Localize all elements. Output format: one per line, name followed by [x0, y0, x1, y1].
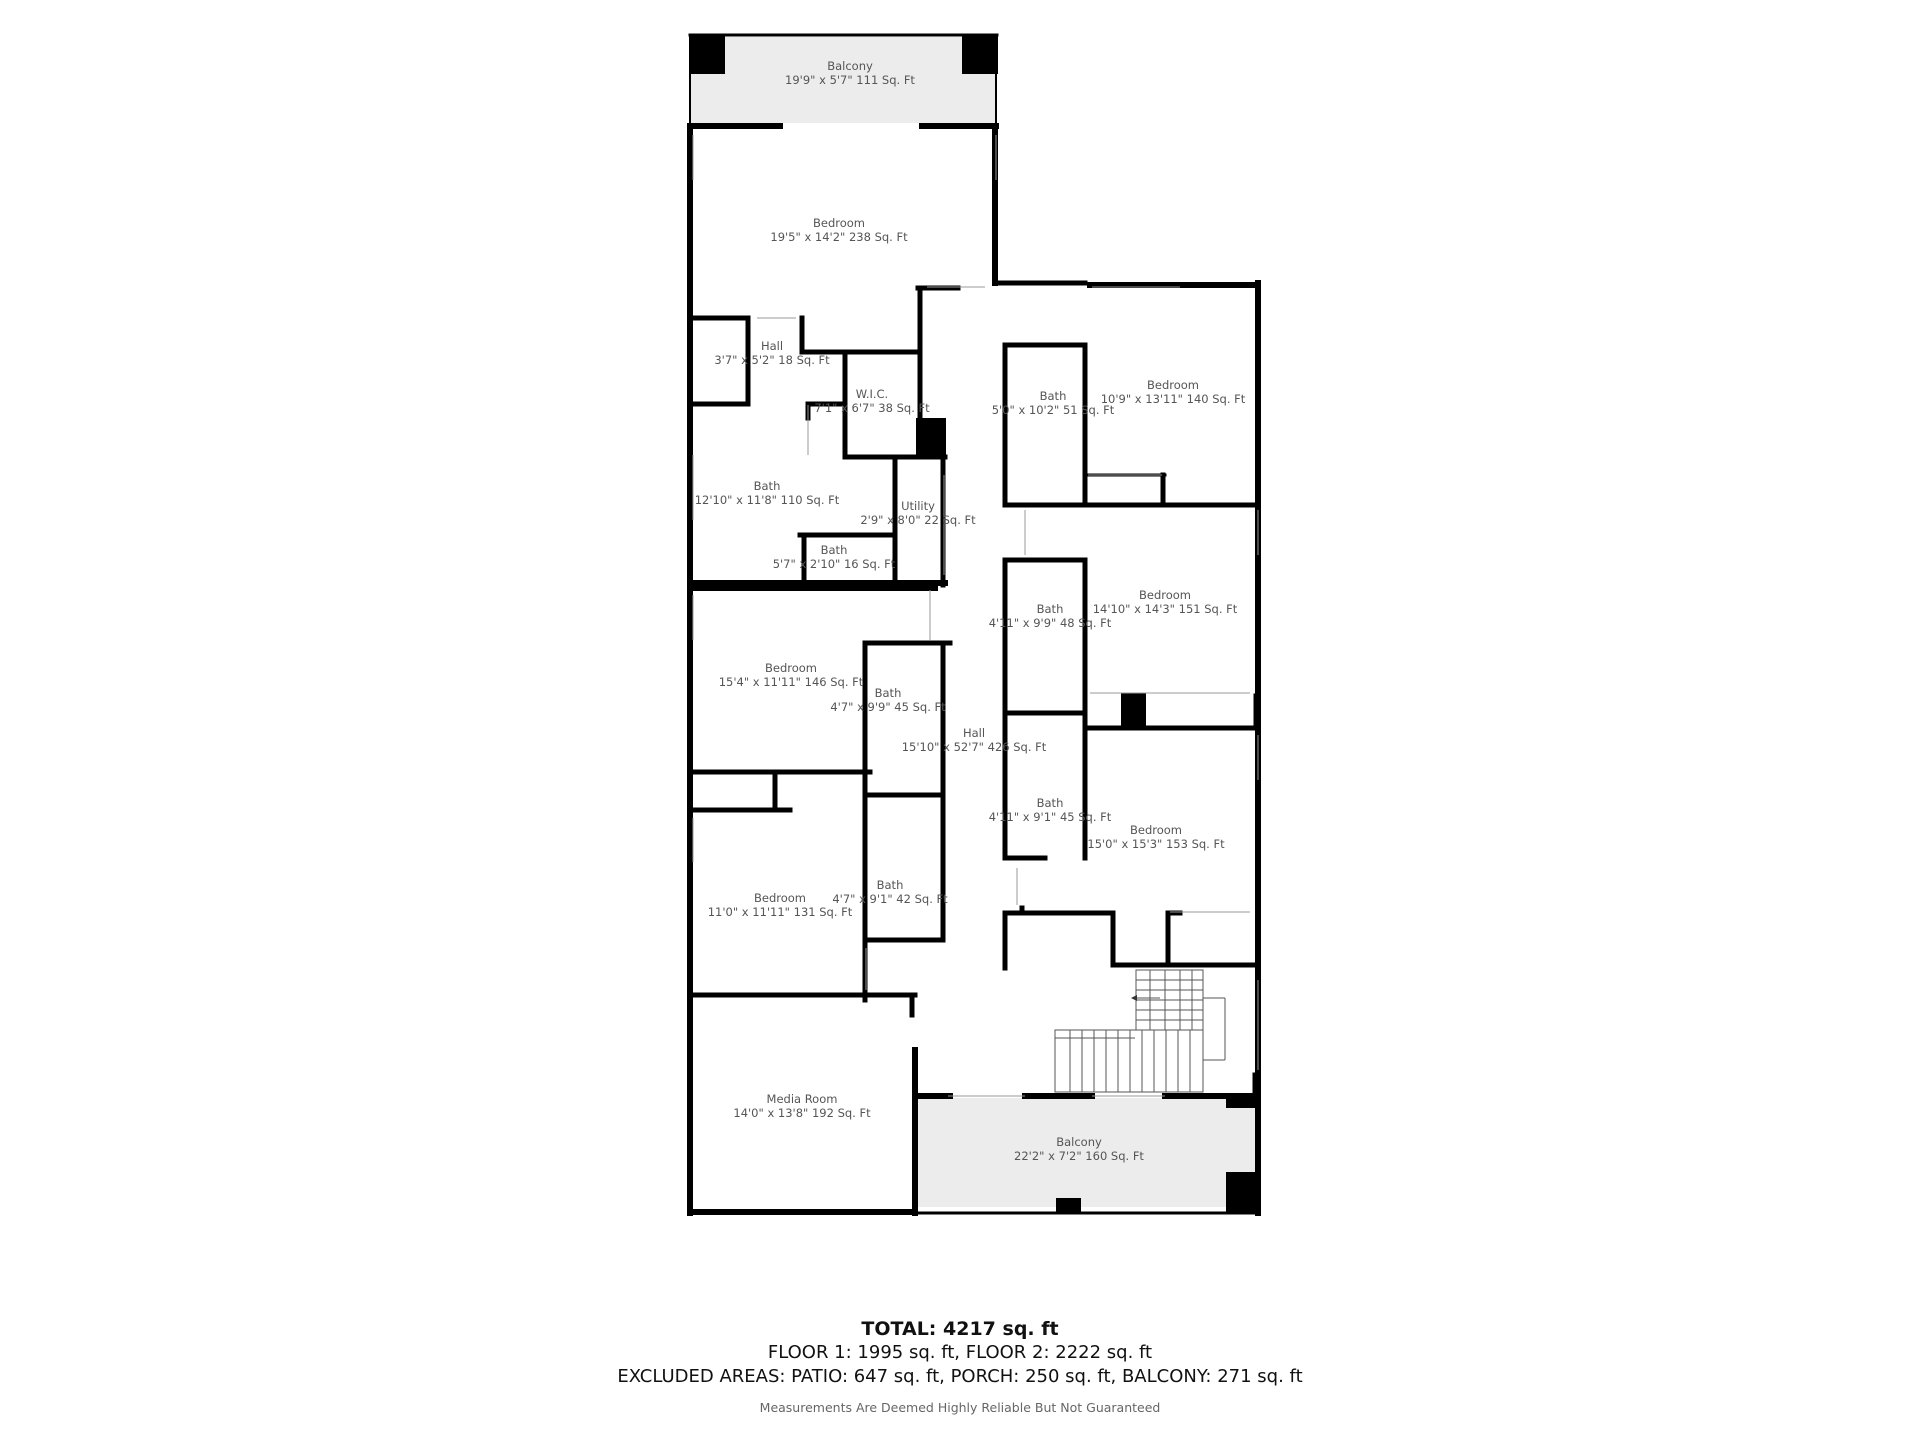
room-labels: Balcony 19'9" x 5'7" 111 Sq. Ft Bedroom … — [695, 59, 1246, 1163]
total-area: TOTAL: 4217 sq. ft — [861, 1318, 1059, 1340]
columns — [689, 34, 1260, 1214]
hall-small-name: Hall — [761, 339, 783, 353]
floor-areas: FLOOR 1: 1995 sq. ft, FLOOR 2: 2222 sq. … — [767, 1342, 1153, 1363]
bedroom-w-name: Bedroom — [765, 661, 817, 675]
bath-w1-dims: 4'7" x 9'9" 45 Sq. Ft — [830, 700, 946, 714]
walls — [687, 33, 1261, 1216]
disclaimer: Measurements Are Deemed Highly Reliable … — [759, 1400, 1161, 1415]
hall-small-dims: 3'7" x 5'2" 18 Sq. Ft — [714, 353, 830, 367]
bedroom-main-name: Bedroom — [813, 216, 865, 230]
bedroom-ne-name: Bedroom — [1147, 378, 1199, 392]
hall-main-name: Hall — [963, 726, 985, 740]
media-room-name: Media Room — [767, 1092, 838, 1106]
bath-main-dims: 12'10" x 11'8" 110 Sq. Ft — [695, 493, 840, 507]
windows — [692, 135, 1259, 1097]
utility-dims: 2'9" x 8'0" 22 Sq. Ft — [860, 513, 976, 527]
bedroom-sw-dims: 11'0" x 11'11" 131 Sq. Ft — [708, 905, 853, 919]
bath-ne-name: Bath — [1040, 389, 1067, 403]
bedroom-main-dims: 19'5" x 14'2" 238 Sq. Ft — [770, 230, 908, 244]
balcony-bottom-dims: 22'2" x 7'2" 160 Sq. Ft — [1014, 1149, 1144, 1163]
bedroom-e-name: Bedroom — [1139, 588, 1191, 602]
bath-w2-name: Bath — [877, 878, 904, 892]
bedroom-ne-dims: 10'9" x 13'11" 140 Sq. Ft — [1101, 392, 1246, 406]
balcony-top-area — [690, 37, 996, 123]
bath-w2-dims: 4'7" x 9'1" 42 Sq. Ft — [832, 892, 948, 906]
hall-main-dims: 15'10" x 52'7" 426 Sq. Ft — [902, 740, 1047, 754]
balcony-bottom-area — [915, 1098, 1257, 1207]
bedroom-se-name: Bedroom — [1130, 823, 1182, 837]
stair-arrow-icon — [1131, 995, 1137, 1001]
bedroom-e-dims: 14'10" x 14'3" 151 Sq. Ft — [1093, 602, 1238, 616]
bedroom-sw-name: Bedroom — [754, 891, 806, 905]
staircase — [1054, 969, 1226, 1093]
balcony-bottom-name: Balcony — [1056, 1135, 1102, 1149]
wic-dims: 7'1" x 6'7" 38 Sq. Ft — [814, 401, 930, 415]
bath-e1-name: Bath — [1037, 602, 1064, 616]
wic-name: W.I.C. — [856, 387, 888, 401]
media-room-dims: 14'0" x 13'8" 192 Sq. Ft — [733, 1106, 871, 1120]
bath-e1-dims: 4'11" x 9'9" 48 Sq. Ft — [989, 616, 1112, 630]
balcony-top-dims: 19'9" x 5'7" 111 Sq. Ft — [785, 73, 915, 87]
bath-e2-name: Bath — [1037, 796, 1064, 810]
bedroom-w-dims: 15'4" x 11'11" 146 Sq. Ft — [719, 675, 864, 689]
utility-name: Utility — [901, 499, 935, 513]
bath-w1-name: Bath — [875, 686, 902, 700]
bath-small-dims: 5'7" x 2'10" 16 Sq. Ft — [773, 557, 896, 571]
bedroom-se-dims: 15'0" x 15'3" 153 Sq. Ft — [1087, 837, 1225, 851]
bath-e2-dims: 4'11" x 9'1" 45 Sq. Ft — [989, 810, 1112, 824]
balcony-top-name: Balcony — [827, 59, 873, 73]
excluded-areas: EXCLUDED AREAS: PATIO: 647 sq. ft, PORCH… — [617, 1366, 1303, 1387]
bath-ne-dims: 5'0" x 10'2" 51 Sq. Ft — [992, 403, 1115, 417]
bath-main-name: Bath — [754, 479, 781, 493]
bath-small-name: Bath — [821, 543, 848, 557]
